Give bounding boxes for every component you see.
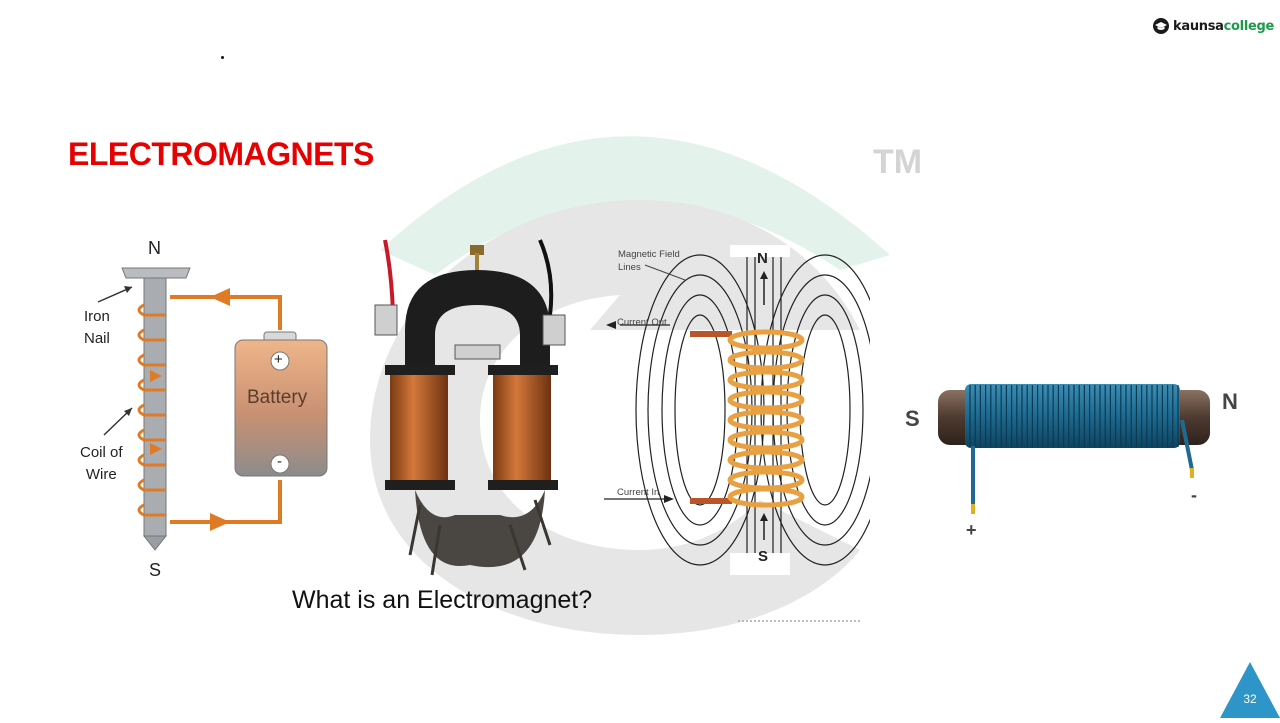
solenoid-field-diagram: Magnetic Field Lines Current Out Current… <box>600 235 890 585</box>
iron-nail-label-line1: Iron <box>84 308 110 325</box>
nail-head <box>121 267 191 279</box>
solenoid-coils <box>727 329 805 508</box>
battery-body <box>234 339 328 477</box>
iron-nail-label: Iron Nail <box>84 306 110 350</box>
circuit-wire <box>170 295 282 524</box>
watermark-trademark: TM <box>873 143 923 181</box>
current-in-label: Current In <box>617 487 660 498</box>
logo-text-kaunsa: kaunsa <box>1173 18 1224 34</box>
coil-of-wire-label: Coil of Wire <box>80 442 123 486</box>
coil-label-line2: Wire <box>85 466 117 483</box>
nail-electromagnet-diagram: N S Iron Nail Coil of Wire Battery + - <box>60 230 350 590</box>
watermark-arc <box>380 136 890 275</box>
nail-tip <box>142 535 168 551</box>
graduation-cap-icon <box>1153 18 1169 34</box>
stray-dot <box>221 56 224 59</box>
page-number-badge: 32 <box>1220 662 1280 718</box>
north-pole-label: N <box>148 238 161 258</box>
battery-plus-label: + <box>274 351 283 368</box>
rod-plus-label: + <box>966 520 977 540</box>
slide-title: ELECTROMAGNETS <box>68 136 374 172</box>
current-out-label: Current Out <box>617 317 667 328</box>
page-number: 32 <box>1243 692 1257 706</box>
magnetic-field-lines-label: Magnetic Field Lines <box>618 248 680 274</box>
rod-south-label: S <box>905 406 920 431</box>
field-lines <box>635 254 890 566</box>
battery-minus-label: - <box>277 453 282 470</box>
solenoid-south-label: S <box>758 548 769 565</box>
rod-north-label: N <box>1222 389 1238 414</box>
rod-electromagnet-illustration: S N + - <box>900 360 1260 550</box>
photo-caption: What is an Electromagnet? <box>292 586 593 614</box>
solenoid-north-label: N <box>757 250 768 267</box>
battery-label: Battery <box>247 387 308 408</box>
iron-nail-label-line2: Nail <box>84 330 110 347</box>
field-label-line1: Magnetic Field <box>618 249 680 260</box>
source-faded-text <box>738 620 860 624</box>
logo-text-college: college <box>1223 18 1275 34</box>
copper-winding <box>965 384 1180 448</box>
horseshoe-electromagnet-photo <box>360 235 600 585</box>
rod-minus-label: - <box>1191 485 1197 505</box>
coil-label-line1: Coil of <box>80 444 123 461</box>
coil-loops <box>137 303 166 517</box>
current-arrow-top <box>210 288 230 306</box>
brand-logo: kaunsacollege <box>1152 17 1274 35</box>
current-arrow-bottom <box>210 513 230 531</box>
south-pole-label: S <box>149 560 162 580</box>
nail-shaft <box>143 277 167 537</box>
field-label-line2: Lines <box>618 262 641 273</box>
